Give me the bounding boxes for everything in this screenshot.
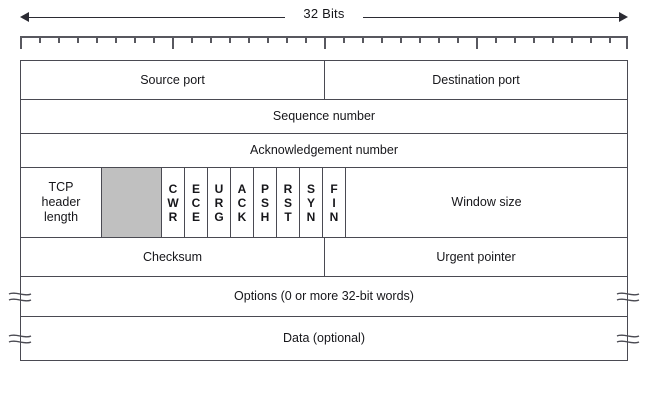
field-options: Options (0 or more 32-bit words)	[21, 277, 627, 316]
ruler-tick	[248, 36, 250, 43]
ruler-tick	[305, 36, 307, 43]
width-arrow: 32 Bits	[20, 6, 628, 28]
bit-width-text: 32 Bits	[296, 6, 352, 21]
flag-ack-letter-3: K	[237, 209, 247, 224]
row-flags: TCP header length C W R E C E U R G A	[20, 167, 628, 237]
bit-scale: 32 Bits	[20, 6, 628, 54]
field-window-size: Window size	[345, 168, 627, 237]
flag-psh-letter-3: H	[260, 209, 270, 224]
row-options: Options (0 or more 32-bit words)	[8, 276, 640, 316]
flag-rst-letter-1: R	[283, 181, 293, 196]
ruler-tick	[172, 36, 174, 49]
ruler-tick	[134, 36, 136, 43]
flag-fin-letter-2: I	[332, 195, 336, 210]
ruler-tick	[210, 36, 212, 43]
flag-cwr: C W R	[161, 168, 184, 237]
ruler-tick	[609, 36, 611, 43]
flag-cwr-letter-3: R	[168, 209, 178, 224]
flag-syn-letter-2: Y	[306, 195, 315, 210]
flag-ece-letter-2: C	[191, 195, 201, 210]
flag-ece-letter-1: E	[191, 181, 200, 196]
ruler-tick	[115, 36, 117, 43]
ruler-tick	[96, 36, 98, 43]
flag-ack: A C K	[230, 168, 253, 237]
ruler-tick	[58, 36, 60, 43]
field-sequence-number: Sequence number	[21, 100, 627, 133]
bit-width-label: 32 Bits	[20, 6, 628, 22]
ruler-tick	[286, 36, 288, 43]
field-urgent-pointer: Urgent pointer	[324, 238, 627, 276]
ruler-tick	[533, 36, 535, 43]
flag-syn-letter-3: N	[306, 209, 316, 224]
ruler-tick	[381, 36, 383, 43]
field-checksum: Checksum	[21, 238, 324, 276]
arrow-head-left-icon	[20, 12, 29, 22]
field-tcp-header-length: TCP header length	[21, 168, 101, 237]
field-acknowledgement-number: Acknowledgement number	[21, 134, 627, 167]
ruler-tick	[419, 36, 421, 43]
flag-psh-letter-1: P	[260, 181, 269, 196]
ruler-tick	[191, 36, 193, 43]
ruler-tick	[39, 36, 41, 43]
flag-fin: F I N	[322, 168, 345, 237]
arrow-line-right	[363, 17, 622, 18]
bit-ruler	[20, 36, 628, 54]
row-sequence-number: Sequence number	[20, 99, 628, 133]
row-checksum: Checksum Urgent pointer	[20, 237, 628, 276]
flag-cwr-letter-2: W	[167, 195, 179, 210]
ruler-tick	[438, 36, 440, 43]
tcp-header-length-line-1: TCP	[48, 180, 74, 194]
flag-syn-letter-1: S	[306, 181, 315, 196]
flag-ack-letter-2: C	[237, 195, 247, 210]
flag-urg-letter-2: R	[214, 195, 224, 210]
ruler-tick	[324, 36, 326, 49]
packet-structure: Source port Destination port Sequence nu…	[8, 60, 640, 361]
arrow-head-right-icon	[619, 12, 628, 22]
ruler-tick	[343, 36, 345, 43]
ruler-tick	[267, 36, 269, 43]
flag-fin-letter-3: N	[329, 209, 339, 224]
ruler-tick	[514, 36, 516, 43]
tcp-header-length-line-3: length	[43, 210, 79, 224]
ruler-tick	[229, 36, 231, 43]
flag-psh-letter-2: S	[260, 195, 269, 210]
row-ports: Source port Destination port	[20, 60, 628, 99]
field-reserved	[101, 168, 161, 237]
row-acknowledgement-number: Acknowledgement number	[20, 133, 628, 167]
field-destination-port: Destination port	[324, 61, 627, 99]
ruler-tick	[590, 36, 592, 43]
tcp-header-length-line-2: header	[41, 195, 81, 209]
flag-rst-letter-3: T	[284, 209, 292, 224]
ruler-tick	[571, 36, 573, 43]
ruler-tick	[153, 36, 155, 43]
ruler-tick	[77, 36, 79, 43]
flag-urg: U R G	[207, 168, 230, 237]
ruler-tick	[626, 36, 628, 49]
flag-rst: R S T	[276, 168, 299, 237]
flag-fin-letter-1: F	[330, 181, 338, 196]
field-data: Data (optional)	[21, 317, 627, 360]
flag-cwr-letter-1: C	[168, 181, 178, 196]
ruler-tick	[552, 36, 554, 43]
ruler-tick	[476, 36, 478, 49]
flag-ece: E C E	[184, 168, 207, 237]
flag-ece-letter-3: E	[191, 209, 200, 224]
flag-rst-letter-2: S	[283, 195, 292, 210]
ruler-tick	[457, 36, 459, 43]
row-data: Data (optional)	[8, 316, 640, 361]
flag-syn: S Y N	[299, 168, 322, 237]
flag-urg-letter-3: G	[214, 209, 224, 224]
flag-psh: P S H	[253, 168, 276, 237]
arrow-line-left	[26, 17, 285, 18]
ruler-tick	[20, 36, 22, 49]
field-source-port: Source port	[21, 61, 324, 99]
ruler-tick	[362, 36, 364, 43]
ruler-tick	[495, 36, 497, 43]
flag-urg-letter-1: U	[214, 181, 224, 196]
ruler-tick	[400, 36, 402, 43]
flag-ack-letter-1: A	[237, 181, 247, 196]
